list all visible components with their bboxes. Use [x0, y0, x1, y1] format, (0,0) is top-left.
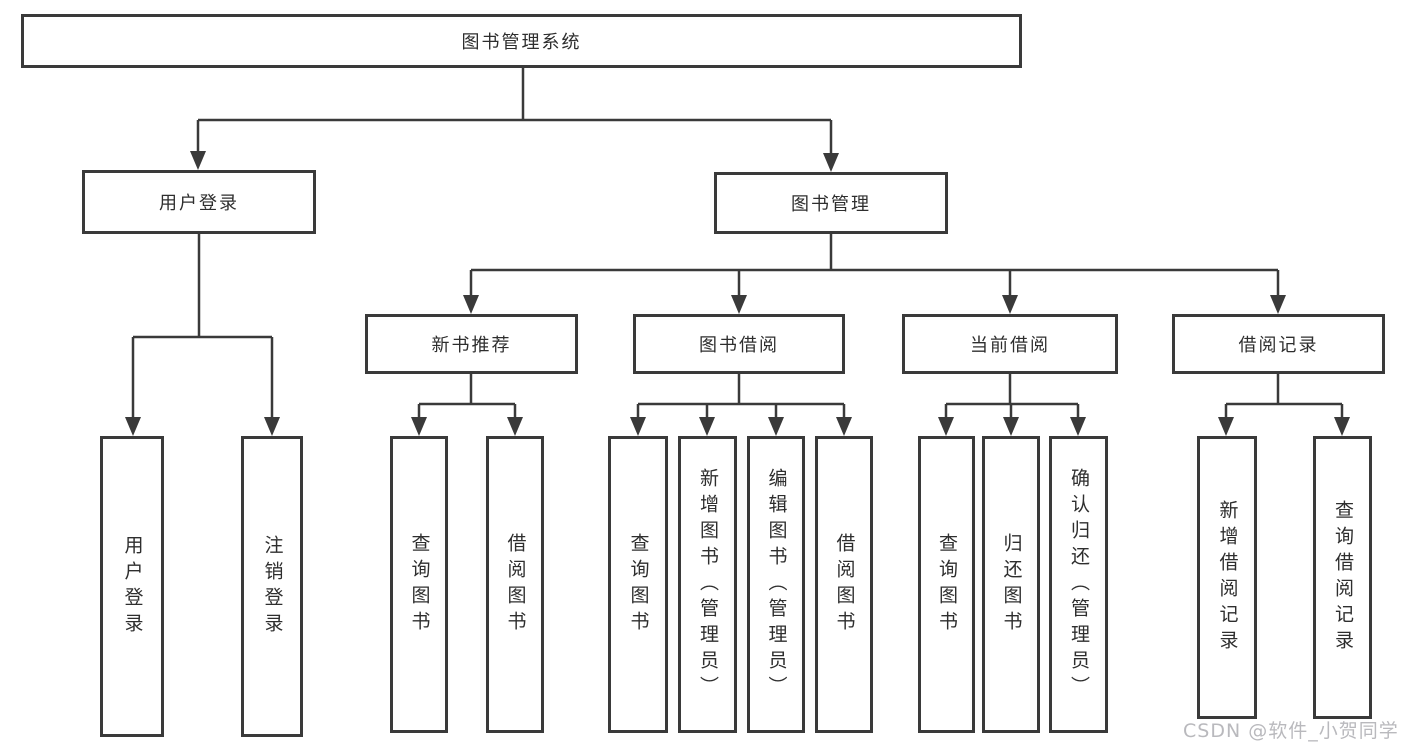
node-user-login-branch: 用户登录	[82, 170, 316, 234]
connector-user-login-to-leaves	[125, 234, 280, 436]
connector-current-to-leaves	[938, 374, 1086, 436]
node-return-books: 归还图书	[982, 436, 1040, 733]
node-logout: 注销登录	[241, 436, 303, 737]
connector-book-mgmt-to-level3	[463, 234, 1286, 314]
node-query-borrow-record: 查询借阅记录	[1313, 436, 1372, 719]
connector-root-to-level2	[190, 68, 839, 172]
node-confirm-return-admin: 确认归还（管理员）	[1049, 436, 1108, 733]
watermark: CSDN @软件_小贺同学	[1183, 720, 1399, 742]
node-book-management: 图书管理	[714, 172, 948, 234]
node-edit-books-admin: 编辑图书（管理员）	[747, 436, 805, 733]
node-query-books-borrowing: 查询图书	[608, 436, 668, 733]
node-query-books-recommend: 查询图书	[390, 436, 448, 733]
node-add-books-admin: 新增图书（管理员）	[678, 436, 737, 733]
node-borrowing-records: 借阅记录	[1172, 314, 1385, 374]
node-borrow-books-recommend: 借阅图书	[486, 436, 544, 733]
node-query-books-current: 查询图书	[918, 436, 975, 733]
node-library-management-system: 图书管理系统	[21, 14, 1022, 68]
node-book-borrowing: 图书借阅	[633, 314, 845, 374]
connector-borrowing-to-leaves	[630, 374, 852, 436]
node-user-login: 用户登录	[100, 436, 164, 737]
node-current-borrowing: 当前借阅	[902, 314, 1118, 374]
node-add-borrow-record: 新增借阅记录	[1197, 436, 1257, 719]
node-new-book-recommendation: 新书推荐	[365, 314, 578, 374]
connector-recommend-to-leaves	[411, 374, 523, 436]
connector-records-to-leaves	[1218, 374, 1350, 436]
node-borrow-books: 借阅图书	[815, 436, 873, 733]
